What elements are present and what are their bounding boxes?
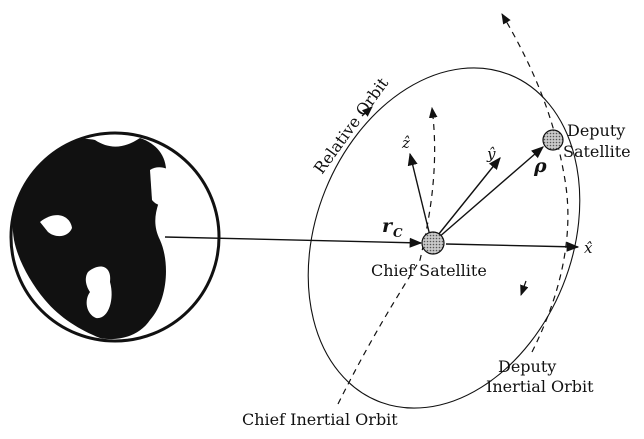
relative-orbit-direction-arrow: [361, 106, 373, 117]
y-axis-line: [433, 157, 501, 241]
rho-vector-line: [437, 146, 544, 239]
x-axis-label: x̂: [584, 239, 593, 257]
rc-vector-line: [164, 236, 423, 248]
deputy-inertial-orbit-path: [501, 13, 569, 353]
z-axis-line: [407, 152, 432, 241]
chief-inertial-orbit-path: [337, 106, 438, 405]
rc-vector-label: rC: [382, 215, 403, 240]
deputy-satellite-label-line1: Deputy: [567, 121, 625, 140]
deputy-satellite-marker: [542, 129, 564, 151]
y-axis-label: ŷ: [486, 145, 496, 163]
rc-vector-main: r: [382, 215, 394, 237]
deputy-orbit-direction-arrow: [520, 280, 529, 297]
x-axis-line: [445, 241, 580, 252]
earth: [9, 131, 221, 343]
earth-landmass: [12, 138, 179, 340]
rho-vector-label: ρ: [533, 155, 547, 177]
rc-vector-subscript: C: [393, 226, 403, 240]
deputy-satellite-label-line2: Satellite: [563, 142, 631, 161]
chief-satellite-label: Chief Satellite: [371, 261, 487, 280]
relative-orbit-ellipse: [307, 67, 581, 409]
deputy-inertial-orbit-label-line2: Inertial Orbit: [486, 377, 594, 396]
earth-outline: [9, 131, 221, 343]
z-axis-label: ẑ: [401, 134, 410, 152]
chief-inertial-orbit-label: Chief Inertial Orbit: [242, 410, 398, 429]
chief-satellite-marker: [421, 231, 445, 255]
deputy-inertial-orbit-label-line1: Deputy: [498, 357, 556, 376]
relative-orbit-label: Relative Orbit: [310, 74, 393, 178]
